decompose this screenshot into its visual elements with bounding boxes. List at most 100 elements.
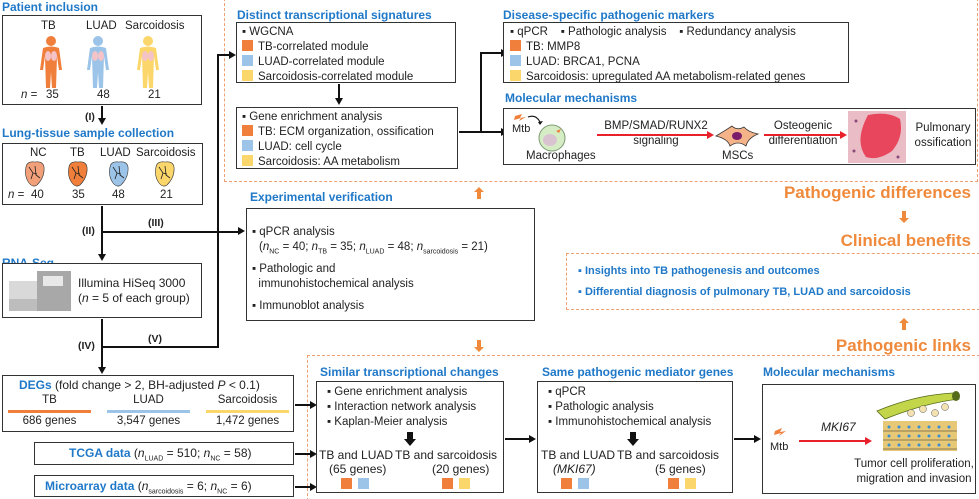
n-prefix: n = <box>21 89 38 101</box>
enrichment-box: ▪ Gene enrichment analysis TB: ECM organ… <box>236 107 458 169</box>
ossification-histology-image <box>848 111 906 163</box>
step-label-ii: (II) <box>82 225 95 237</box>
red-arrow-mki67 <box>799 440 867 442</box>
pathogenic-differences-label: Pathogenic differences <box>783 183 971 202</box>
step-label-i: (I) <box>85 111 95 123</box>
pathogenic-links-label: Pathogenic links <box>835 336 971 355</box>
arrow-down-icon <box>335 98 343 105</box>
similar-method-3: ▪ Kaplan-Meier analysis <box>327 416 448 428</box>
n-luad: 48 <box>97 89 110 101</box>
tissue-label-luad: LUAD <box>100 147 131 159</box>
sample-note: (n = 5 of each group) <box>78 291 190 305</box>
wgcna-item-luad: LUAD-correlated module <box>242 55 450 70</box>
tissue-n-nc: 40 <box>31 189 44 201</box>
mtb-icon <box>514 114 526 121</box>
patient-inclusion-title: Patient inclusion <box>2 0 99 14</box>
group-label-luad: LUAD <box>86 20 117 32</box>
sarcoidosis-swatch <box>242 155 253 166</box>
patient-inclusion-box: TB LUAD Sarcoidosis n = 35 48 21 <box>2 15 202 105</box>
tb-swatch <box>561 478 572 489</box>
mtb-to-macrophage <box>514 114 566 152</box>
connector-v <box>101 346 219 348</box>
degs-box: DEGs (fold change > 2, BH-adjusted P < 0… <box>2 375 294 432</box>
similar-method-2: ▪ Interaction network analysis <box>327 401 477 413</box>
marker-item-luad: LUAD: BRCA1, PCNA <box>510 55 842 70</box>
gene-label-mki67: MKI67 <box>821 420 856 434</box>
n-tb: 35 <box>46 89 59 101</box>
black-arrow-down-icon <box>627 432 639 446</box>
tcga-text: TCGA data (nLUAD = 510; nNC = 58) <box>69 446 252 463</box>
luad-swatch <box>510 55 521 66</box>
exp-item-pathologic: ▪ Pathologic and immunohistochemical ana… <box>252 263 414 290</box>
degs-tb-bar <box>8 410 91 413</box>
mediator-right-label: TB and sarcoidosis <box>617 448 720 462</box>
arrow-down-icon <box>98 118 106 125</box>
arrow-right-icon <box>707 131 714 139</box>
similar-right-sub: (20 genes) <box>432 462 490 476</box>
tumor-outcome-label: Tumor cell proliferation,migration and i… <box>854 458 974 485</box>
tissue-samples <box>25 161 175 187</box>
same-mediators-box: ▪ qPCR ▪ Pathologic analysis ▪ Immunohis… <box>537 381 733 493</box>
disease-markers-title: Disease-specific pathogenic markers <box>503 8 715 22</box>
connector-to-markers <box>480 52 503 54</box>
human-figure-luad-icon <box>87 36 109 88</box>
sarcoidosis-swatch <box>242 70 253 81</box>
enrichment-item-sarcoidosis: Sarcoidosis: AA metabolism <box>242 155 452 170</box>
exp-item-qpcr: ▪ qPCR analysis <box>252 226 335 238</box>
similar-method-1: ▪ Gene enrichment analysis <box>327 386 468 398</box>
tissue-n-tb: 35 <box>72 189 85 201</box>
experimental-box: ▪ qPCR analysis (nNC = 40; nTB = 35; nLU… <box>246 208 535 321</box>
tb-swatch <box>341 478 352 489</box>
degs-header: DEGs (fold change > 2, BH-adjusted P < 0… <box>19 378 260 392</box>
mediator-method-2: ▪ Pathologic analysis <box>548 401 654 413</box>
marker-methods: ▪ qPCR ▪ Pathologic analysis ▪ Redundanc… <box>510 26 796 38</box>
group-label-tb: TB <box>41 20 56 32</box>
clinical-benefits-label: Clinical benefits <box>840 231 971 250</box>
tissue-n-luad: 48 <box>112 189 125 201</box>
connector-backbone <box>217 54 219 346</box>
enrichment-item-luad: LUAD: cell cycle <box>242 140 452 155</box>
tissue-n-sarcoidosis: 21 <box>160 189 173 201</box>
degs-group-tb: TB <box>42 394 57 406</box>
human-figure-tb-icon <box>40 36 62 88</box>
macrophages-label: Macrophages <box>526 150 596 162</box>
similar-changes-box: ▪ Gene enrichment analysis ▪ Interaction… <box>316 381 504 493</box>
mtb-label-bottom: Mtb <box>770 441 789 453</box>
experimental-title: Experimental verification <box>250 190 393 204</box>
degs-group-sarcoidosis: Sarcoidosis <box>217 394 278 406</box>
degs-count-tb: 686 genes <box>22 415 77 427</box>
tb-swatch <box>510 40 521 51</box>
human-figures <box>40 36 159 88</box>
degs-sarcoidosis-bar <box>206 410 289 413</box>
connector-tcga <box>295 453 311 455</box>
lung-tissue-title: Lung-tissue sample collection <box>2 126 175 140</box>
molecular-bottom-box: Mtb MKI67 Tumor cell proliferation,migra… <box>762 384 976 494</box>
mediator-left-label: TB and LUAD <box>541 448 616 462</box>
luad-swatch <box>242 55 253 66</box>
arrow-right-icon <box>840 131 847 139</box>
luad-swatch <box>578 478 589 489</box>
arrow-right-icon <box>310 483 317 491</box>
arrow-right-icon <box>310 401 317 409</box>
sarcoidosis-swatch <box>510 70 521 81</box>
enrichment-item-tb: TB: ECM organization, ossification <box>242 125 452 140</box>
tissue-n-prefix: n = <box>8 189 25 201</box>
marker-item-sarcoidosis: Sarcoidosis: upregulated AA metabolism-r… <box>510 70 842 85</box>
connector-wgcna-enrich <box>338 84 340 100</box>
tb-swatch <box>242 40 253 51</box>
tb-swatch <box>668 478 679 489</box>
marker-item-tb: TB: MMP8 <box>510 40 842 55</box>
exp-item-qpcr-detail: (nNC = 40; nTB = 35; nLUAD = 48; nsarcoi… <box>259 241 488 256</box>
lung-tissue-box: NC TB LUAD Sarcoidosis n = 40 35 48 21 <box>2 143 203 205</box>
arrow-down-icon <box>98 367 106 374</box>
sarcoidosis-swatch <box>459 478 470 489</box>
similar-changes-title: Similar transcriptional changes <box>320 365 499 379</box>
tissue-label-sarcoidosis: Sarcoidosis <box>136 147 196 159</box>
mtb-icon <box>774 428 786 436</box>
tissue-label-nc: NC <box>30 147 47 159</box>
wgcna-method: ▪ WGCNA <box>242 26 294 38</box>
